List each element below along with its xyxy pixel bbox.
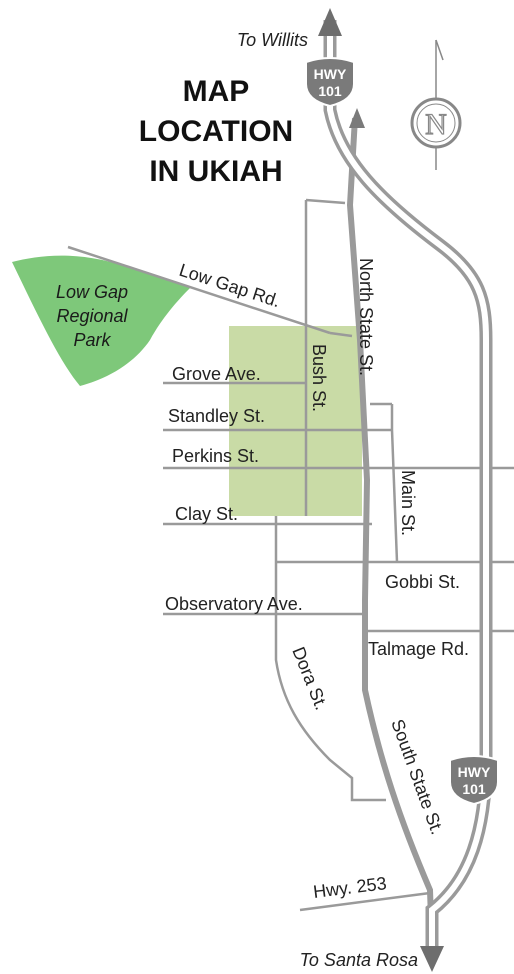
compass-letter: N: [425, 108, 447, 141]
downtown-highlight-area: [229, 326, 362, 516]
svg-text:HWY: HWY: [458, 764, 491, 780]
state-street-line: [346, 117, 435, 949]
park-label: Low Gap Regional Park: [56, 282, 129, 350]
perkins-street-label: Perkins St.: [172, 446, 259, 466]
map-title: MAP LOCATION IN UKIAH: [139, 75, 293, 188]
svg-text:Regional: Regional: [56, 306, 128, 326]
north-arrow-head: [318, 8, 342, 36]
hwy-253-label: Hwy. 253: [312, 873, 388, 902]
destination-south-label: To Santa Rosa: [300, 950, 418, 970]
grove-avenue-label: Grove Ave.: [172, 364, 261, 384]
north-state-street-label: North State St.: [356, 258, 376, 376]
gobbi-street-label: Gobbi St.: [385, 572, 460, 592]
svg-text:101: 101: [318, 83, 342, 99]
low-gap-road-line: [67, 245, 331, 335]
svg-text:101: 101: [462, 781, 486, 797]
svg-text:MAP: MAP: [183, 75, 250, 108]
svg-text:Low Gap: Low Gap: [56, 282, 128, 302]
main-street-label: Main St.: [398, 470, 418, 536]
svg-text:HWY: HWY: [314, 66, 347, 82]
svg-text:Park: Park: [73, 330, 111, 350]
dora-street-label: Dora St.: [288, 644, 331, 713]
observatory-avenue-label: Observatory Ave.: [165, 594, 303, 614]
south-arrow-head: [420, 946, 444, 972]
svg-text:IN UKIAH: IN UKIAH: [149, 155, 282, 188]
svg-text:LOCATION: LOCATION: [139, 115, 293, 148]
hwy-101-shield-south: HWY 101: [449, 755, 499, 806]
dora-street-line: [274, 614, 386, 802]
compass-icon: N: [410, 39, 462, 170]
clay-street-label: Clay St.: [175, 504, 238, 524]
hwy-253-line: [299, 891, 431, 912]
state-street-arrow-head: [349, 108, 365, 128]
highway-101: [323, 20, 493, 950]
destination-north-label: To Willits: [237, 30, 308, 50]
south-state-street-label: South State St.: [387, 717, 447, 838]
main-street-line: [390, 429, 399, 563]
standley-street-label: Standley St.: [168, 406, 265, 426]
bush-street-label: Bush St.: [309, 344, 329, 412]
low-gap-road-label: Low Gap Rd.: [177, 260, 283, 311]
minor-streets: [67, 198, 514, 912]
talmage-road-label: Talmage Rd.: [368, 639, 469, 659]
hwy-101-shield-north: HWY 101: [305, 57, 355, 108]
low-gap-regional-park: [12, 255, 190, 386]
